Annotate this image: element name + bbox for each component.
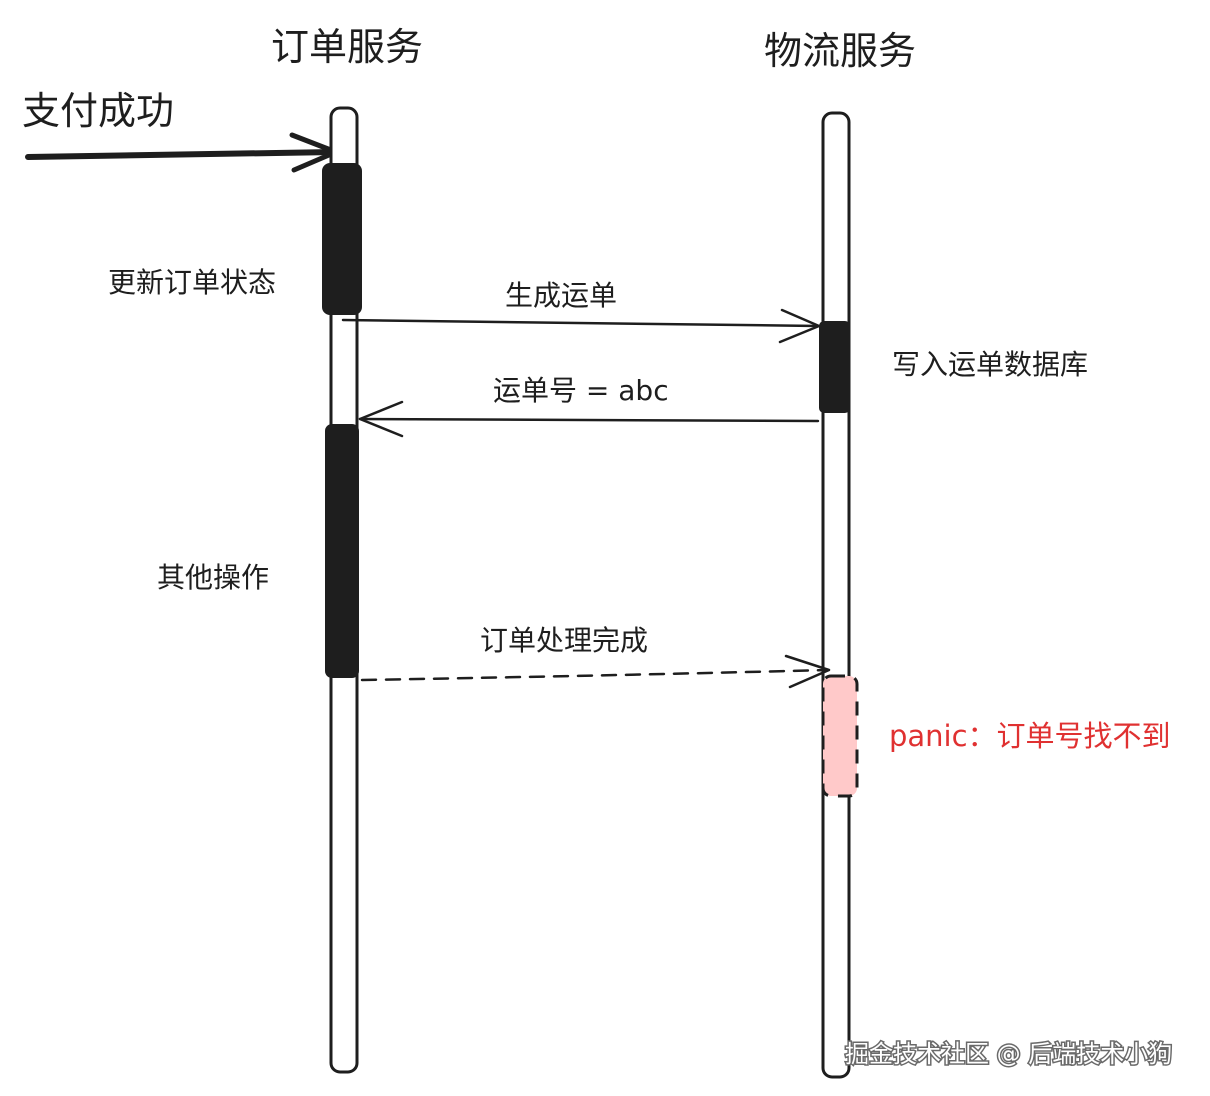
message-waybill-return-arrow	[358, 400, 820, 438]
trigger-label: 支付成功	[22, 89, 174, 133]
logistics-service-lifeline	[821, 111, 851, 1079]
message-waybill-return-label: 运单号 = abc	[493, 374, 669, 407]
panic-error-label: panic：订单号找不到	[889, 719, 1171, 753]
step-write-waybill-db: 写入运单数据库	[892, 348, 1088, 381]
message-order-done-arrow	[360, 654, 831, 689]
trigger-arrow	[25, 132, 339, 173]
message-generate-waybill-label: 生成运单	[505, 279, 617, 312]
participant-logistics-service-title: 物流服务	[764, 29, 916, 73]
activation-panic-error	[821, 674, 859, 798]
step-other-operations: 其他操作	[157, 561, 269, 594]
step-update-order-status: 更新订单状态	[108, 266, 276, 299]
watermark: 掘金技术社区 @ 后端技术小狗	[845, 1040, 1172, 1068]
message-generate-waybill-arrow	[341, 308, 821, 344]
activation-write-waybill-db	[819, 321, 850, 413]
activation-update-order-status	[322, 163, 362, 315]
message-order-done-label: 订单处理完成	[480, 624, 648, 657]
participant-order-service-title: 订单服务	[271, 25, 423, 69]
activation-other-operations	[325, 424, 359, 678]
